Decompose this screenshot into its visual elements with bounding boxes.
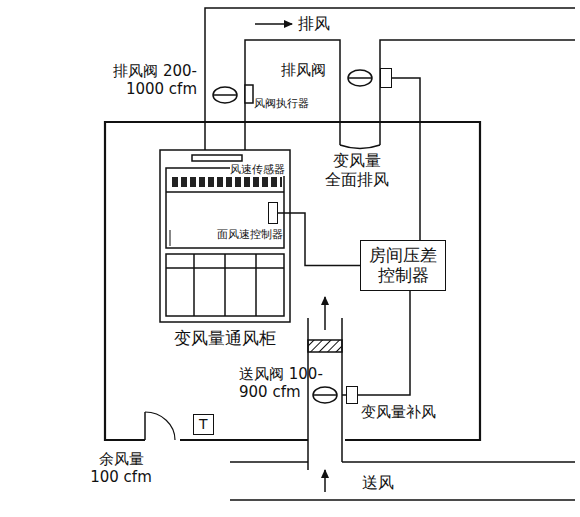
node-text: T: [199, 416, 208, 433]
node-text: 房间压差 控制器: [367, 245, 439, 286]
leakage-label: 余风量 100 cfm: [86, 450, 156, 486]
sensor-label: 风速传感器: [230, 163, 285, 176]
makeup-air-label: 变风量补风: [361, 403, 436, 421]
exhaust-valve-actuator: 排风阀变风量 全面排风: [380, 68, 392, 88]
supply-valve-actuator: 送风阀 100-900 cfm变风量补风: [346, 386, 358, 404]
exhaust-flow-label: 排风: [298, 14, 330, 33]
exhaust-label: 变风量 全面排风: [319, 151, 395, 189]
supply-flow-label: 送风: [362, 473, 394, 492]
valve-label: 送风阀 100-900 cfm: [239, 365, 329, 401]
controller-label: 面风速控制器: [217, 228, 283, 241]
actuator-label: 风阀执行器: [254, 97, 309, 110]
thermostat: T: [193, 414, 214, 435]
control-wire: [358, 291, 410, 395]
hood-label: 变风量通风柜: [145, 328, 305, 348]
face-velocity-controller: 面风速控制器: [268, 202, 278, 224]
valve-label: 排风阀 200-1000 cfm: [95, 62, 197, 98]
pressure-controller: 房间压差 控制器: [360, 240, 446, 291]
valve-label: 排风阀: [281, 61, 326, 79]
control-wire: [278, 213, 360, 265]
control-wire: [392, 78, 420, 240]
